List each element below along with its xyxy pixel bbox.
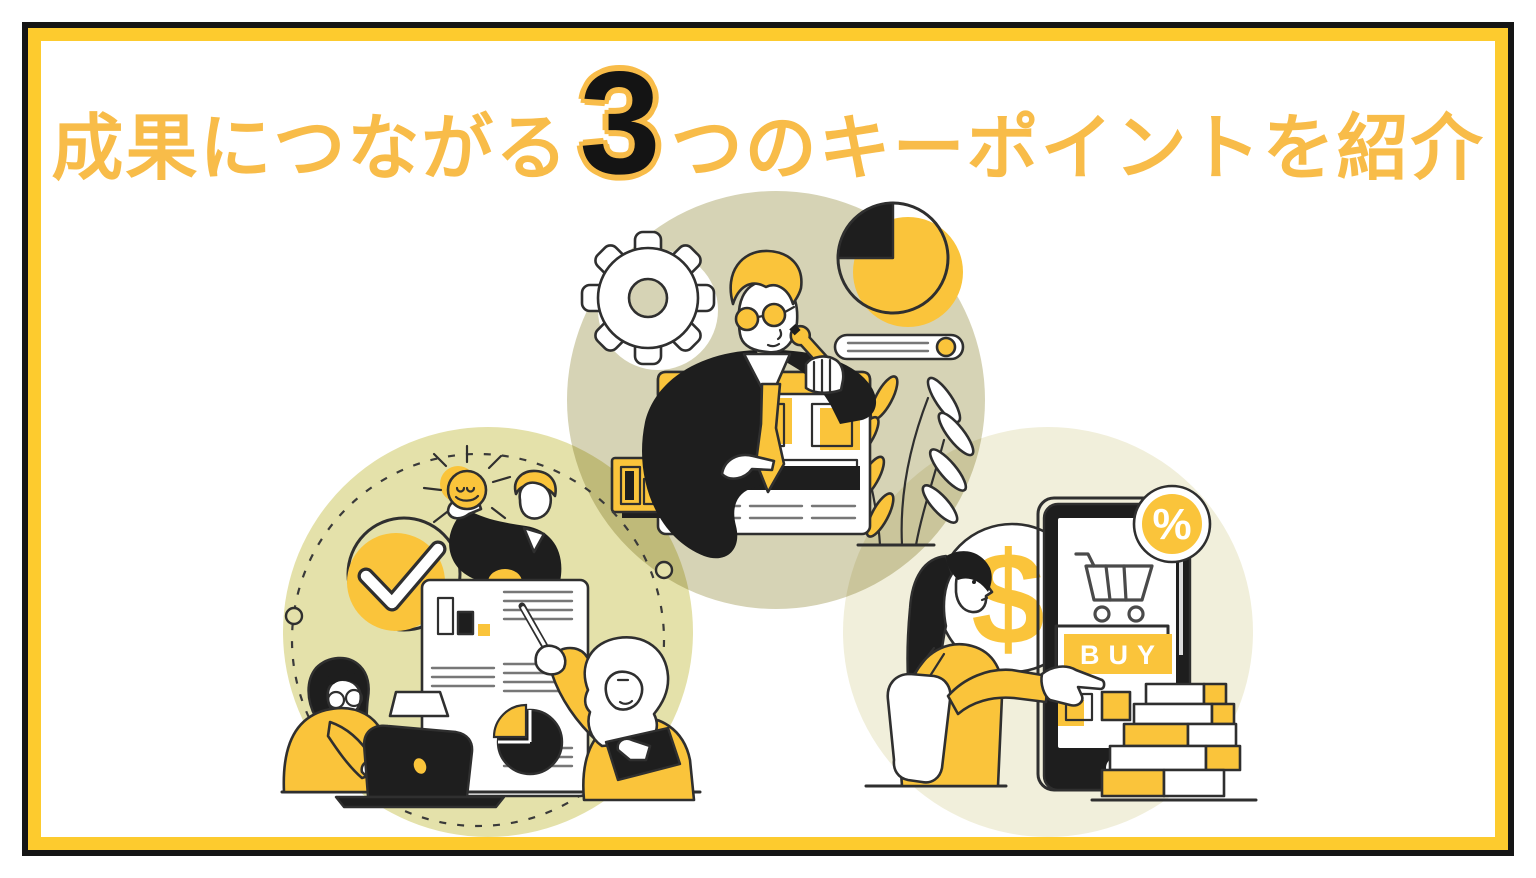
pie-chart-icon	[836, 201, 963, 327]
pen-hand	[534, 644, 567, 676]
app-tile	[1100, 690, 1132, 722]
title-prefix: 成果につながる	[51, 109, 570, 189]
fringe	[325, 669, 362, 688]
suit-right-arm	[757, 349, 877, 424]
title-suffix: つのキーポイントを紹介	[670, 109, 1485, 189]
tablet-hand	[616, 737, 652, 762]
mobile-shopping-illustration: $	[864, 484, 1258, 802]
hair	[729, 249, 803, 306]
businessman	[642, 249, 877, 559]
sweater	[449, 508, 562, 586]
team-analysis-illustration	[280, 444, 702, 828]
gift-boxes	[1090, 682, 1258, 802]
search-bar	[833, 333, 965, 361]
page-title: 成果につながる 3 つのキーポイントを紹介	[0, 50, 1536, 200]
shopper-woman	[886, 551, 1106, 788]
glasses-icon	[734, 302, 796, 332]
laptop-base	[334, 795, 506, 809]
buy-button: BUY	[1054, 624, 1172, 674]
pointing-hand	[720, 453, 776, 480]
buy-button-label: BUY	[1080, 640, 1164, 670]
collar	[522, 526, 546, 554]
face	[518, 481, 553, 520]
right-hand	[804, 355, 845, 395]
orbit-node	[284, 606, 304, 626]
web-maintenance-illustration	[580, 201, 975, 559]
suit-left-arm	[642, 350, 772, 559]
hair-top	[946, 551, 992, 592]
shirt-collar	[742, 352, 792, 404]
document-bar-chart-icon	[436, 596, 490, 636]
presenter-woman	[518, 602, 696, 802]
pointing-hand	[1040, 665, 1106, 707]
pen	[518, 602, 551, 654]
check-badge-icon	[346, 516, 462, 632]
idea-man	[422, 444, 562, 586]
percent-symbol: %	[1152, 500, 1191, 549]
document-pie-chart-icon	[492, 703, 564, 776]
shopping-bag-icon	[886, 646, 952, 784]
title-number: 3	[579, 41, 661, 204]
face	[604, 670, 644, 711]
cart-icon	[1074, 552, 1154, 623]
gear-icon	[580, 230, 718, 370]
percent-badge-icon: %	[1132, 484, 1212, 564]
plant	[848, 375, 975, 547]
dashed-orbit	[290, 452, 666, 828]
lightbulb-icon	[422, 444, 512, 524]
orbit-node	[654, 560, 674, 580]
laptop	[334, 690, 506, 809]
